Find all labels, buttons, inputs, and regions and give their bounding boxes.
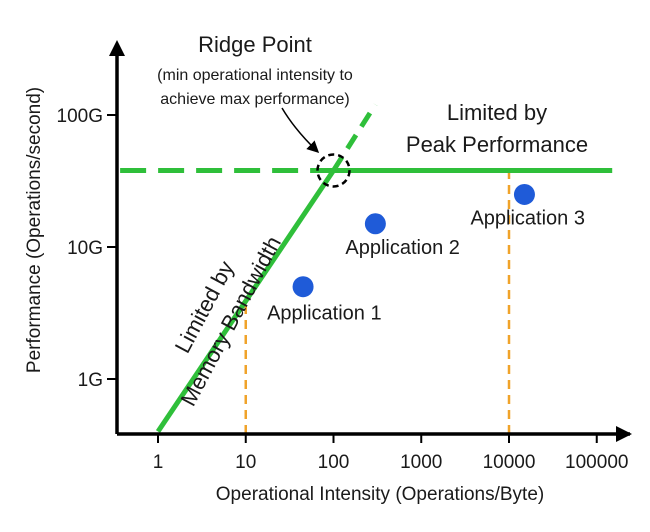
- application-label: Application 1: [267, 303, 382, 325]
- application-label: Application 3: [470, 207, 585, 229]
- application-points: Application 1 Application 2 Application 3: [267, 183, 585, 325]
- memory-bound-extension: [331, 103, 378, 172]
- x-tick-label: 100000: [565, 452, 628, 473]
- y-ticks: 1G 10G 100G: [57, 106, 117, 391]
- x-tick-label: 100: [318, 452, 350, 473]
- ridge-point-note-line2: achieve max performance): [160, 91, 349, 108]
- x-tick-label: 10: [235, 452, 256, 473]
- y-axis-arrow: [109, 40, 125, 56]
- application-point: [292, 276, 314, 298]
- memory-bandwidth-label: Limited by Memory Bandwidth: [170, 232, 286, 410]
- memory-bound-line: [155, 169, 336, 433]
- ridge-point-marker: [316, 153, 351, 188]
- ridge-pointer-arrow: [281, 107, 320, 154]
- x-ticks: 1 10 100 1000 10000 100000: [153, 434, 628, 473]
- x-tick-label: 1000: [400, 452, 442, 473]
- ridge-point-title: Ridge Point: [198, 32, 312, 57]
- x-axis-arrow: [616, 426, 632, 442]
- x-tick-label: 10000: [483, 452, 536, 473]
- y-tick-label: 1G: [78, 370, 103, 391]
- application-point: [364, 213, 386, 235]
- x-axis-label: Operational Intensity (Operations/Byte): [216, 484, 544, 505]
- y-tick-label: 10G: [67, 238, 103, 259]
- application-label: Application 2: [345, 237, 460, 259]
- ridge-point-note-line1: (min operational intensity to: [157, 67, 353, 84]
- x-tick-label: 1: [153, 452, 164, 473]
- roofline: [120, 103, 613, 433]
- peak-performance-label-line1: Limited by: [447, 100, 547, 125]
- peak-performance-label-line2: Peak Performance: [406, 132, 588, 157]
- guide-lines: [244, 170, 511, 434]
- application-point: [513, 183, 535, 205]
- y-tick-label: 100G: [57, 106, 103, 127]
- y-axis-label: Performance (Operations/second): [24, 87, 45, 373]
